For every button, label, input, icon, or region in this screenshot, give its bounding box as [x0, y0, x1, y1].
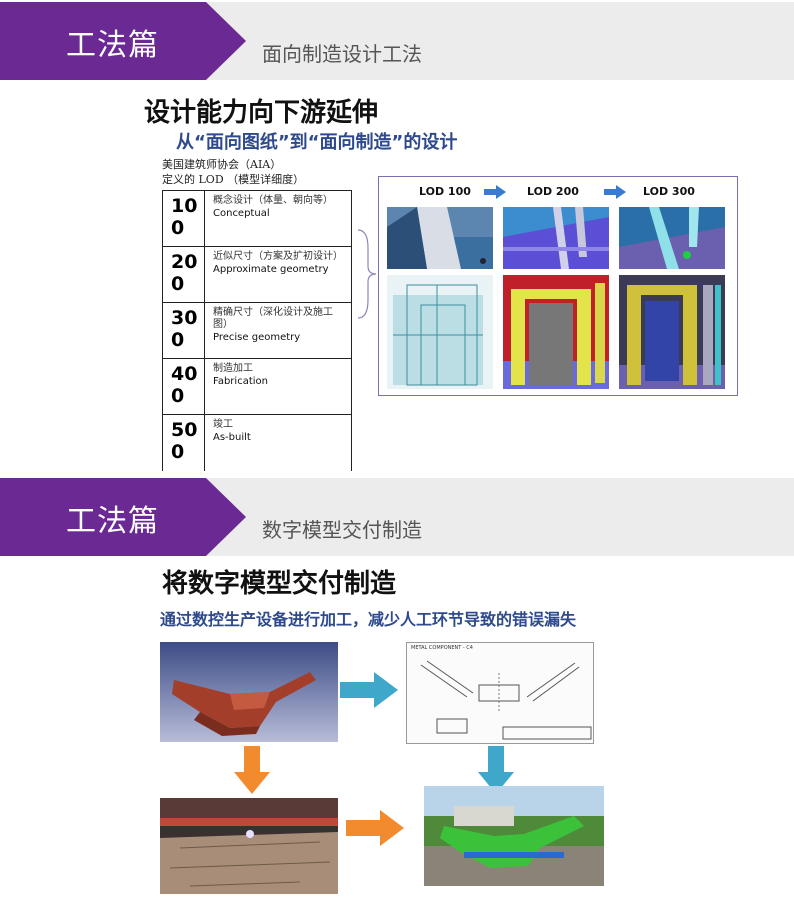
lod-zh: 竣工 — [213, 419, 233, 430]
lod300-bottom-image — [619, 275, 725, 389]
lod-header-300: LOD 300 — [643, 185, 695, 198]
shop-drawing-image: METAL COMPONENT - C4 — [406, 642, 594, 744]
finished-component-image — [424, 786, 604, 886]
lod200-top-image — [503, 207, 609, 269]
arrow-right-icon — [340, 672, 398, 708]
section1-tab-label: 工法篇 — [66, 28, 159, 63]
lod100-bottom-image — [387, 275, 493, 389]
drawing-title: METAL COMPONENT - C4 — [411, 645, 473, 651]
section2-tab-label: 工法篇 — [66, 504, 159, 539]
section2-blue-subtitle: 通过数控生产设备进行加工，减少人工环节导致的错误漏失 — [160, 610, 577, 629]
arrow-down-icon — [478, 746, 514, 794]
section2-subtitle: 数字模型交付制造 — [262, 518, 422, 542]
lod-en: As-built — [213, 432, 251, 443]
lod-en: Precise geometry — [213, 332, 301, 343]
lod300-top-image — [619, 207, 725, 269]
arrow-down-icon — [234, 746, 270, 794]
lod200-bottom-image — [503, 275, 609, 389]
lod-header-100: LOD 100 — [419, 185, 471, 198]
section2-tab — [0, 478, 206, 556]
arrow-right-icon — [346, 810, 404, 846]
aia-line-2: 定义的 LOD （模型详细度） — [162, 173, 305, 186]
lod-zh: 近似尺寸（方案及扩初设计） — [213, 251, 343, 262]
section1-tab — [0, 2, 206, 80]
lod-en: Conceptual — [213, 208, 270, 219]
lod-en: Approximate geometry — [213, 264, 329, 275]
lod-zh: 制造加工 — [213, 363, 253, 374]
section1-blue-subtitle: 从“面向图纸”到“面向制造”的设计 — [176, 132, 458, 153]
cnc-cutting-image — [160, 798, 338, 894]
lod-images-panel: LOD 100 LOD 200 LOD 300 — [378, 176, 738, 396]
section2-title: 将数字模型交付制造 — [162, 569, 397, 599]
aia-line-1: 美国建筑师协会（AIA） — [162, 158, 282, 171]
arrow-right-icon — [484, 185, 506, 199]
cad-model-image — [160, 642, 338, 742]
section1-tab-arrow — [206, 2, 246, 80]
lod-en: Fabrication — [213, 376, 268, 387]
brace-icon — [357, 229, 377, 319]
section1-header: 工法篇 面向制造设计工法 — [0, 2, 794, 80]
section2-tab-arrow — [206, 478, 246, 556]
lod-zh: 精确尺寸（深化设计及施工图） — [213, 307, 333, 330]
lod-header-200: LOD 200 — [527, 185, 579, 198]
arrow-right-icon — [604, 185, 626, 199]
lod100-top-image — [387, 207, 493, 269]
lod-zh: 概念设计（体量、朝向等） — [213, 195, 333, 206]
section1-title: 设计能力向下游延伸 — [144, 98, 379, 128]
drawing-lines-icon — [420, 660, 592, 740]
section1-subtitle: 面向制造设计工法 — [262, 42, 422, 66]
section2-header: 工法篇 数字模型交付制造 — [0, 478, 794, 556]
